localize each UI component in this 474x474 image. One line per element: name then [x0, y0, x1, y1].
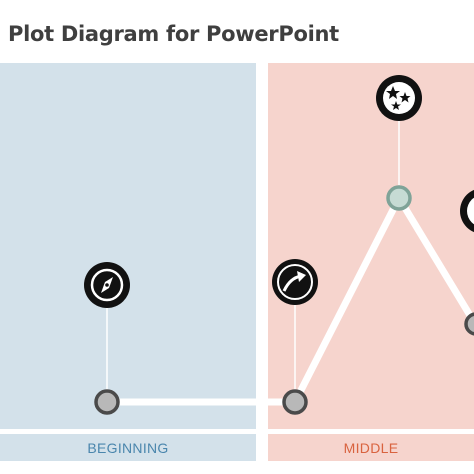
compass-icon [84, 262, 130, 308]
arrow-curve-icon [272, 259, 318, 305]
plot-line [107, 190, 474, 406]
node-middle-start [282, 389, 308, 415]
page-title: Plot Diagram for PowerPoint [8, 22, 339, 46]
node-peak [386, 185, 412, 211]
beginning-panel [0, 63, 256, 429]
node-beginning [94, 389, 120, 415]
partial-icon-right [460, 189, 474, 233]
node-right-edge [464, 312, 474, 336]
stage-label-middle: MIDDLE [268, 434, 474, 461]
stars-icon [376, 75, 422, 121]
stage-label-beginning: BEGINNING [0, 434, 256, 461]
